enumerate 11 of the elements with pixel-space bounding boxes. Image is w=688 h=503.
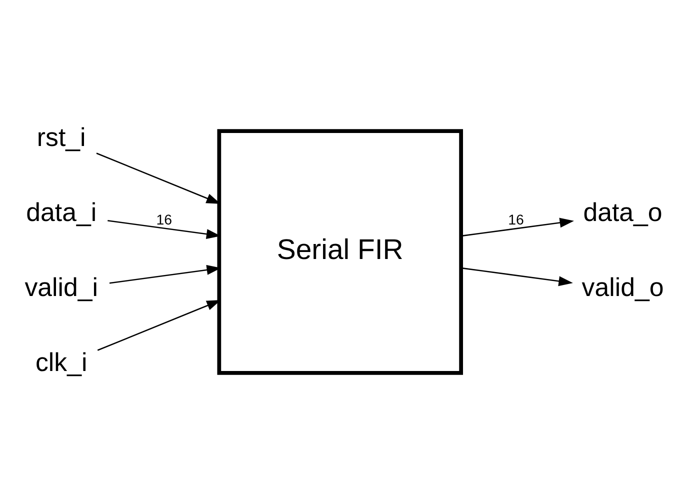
node-text: rst_i xyxy=(36,123,86,152)
edge-label: 16 xyxy=(508,212,524,228)
node-text: valid_i xyxy=(24,273,98,302)
node-box: Serial FIR xyxy=(217,128,463,374)
edge-label: 16 xyxy=(156,212,172,228)
node-text: data_o xyxy=(583,198,662,226)
arrow xyxy=(461,266,573,286)
node-text: valid_o xyxy=(582,273,664,302)
arrow xyxy=(461,217,574,236)
node-text: clk_i xyxy=(35,348,88,377)
node-text: data_i xyxy=(26,198,97,226)
